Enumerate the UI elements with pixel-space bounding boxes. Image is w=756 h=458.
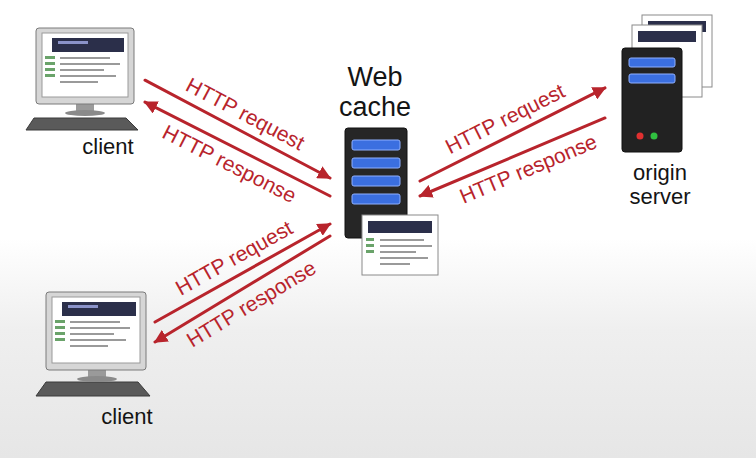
node-label: client xyxy=(30,135,145,160)
web-page-icon xyxy=(362,215,438,275)
server-node: origin server xyxy=(605,15,715,210)
computer-icon xyxy=(26,28,138,130)
node-label: Web cache xyxy=(330,62,420,122)
node-label: origin server xyxy=(615,161,705,210)
server-icon xyxy=(622,15,712,152)
client-node: client xyxy=(30,20,145,160)
cache-node: Web cache xyxy=(330,62,420,262)
client-node: client xyxy=(40,285,155,430)
node-label: client xyxy=(40,405,155,430)
computer-icon xyxy=(36,292,150,396)
